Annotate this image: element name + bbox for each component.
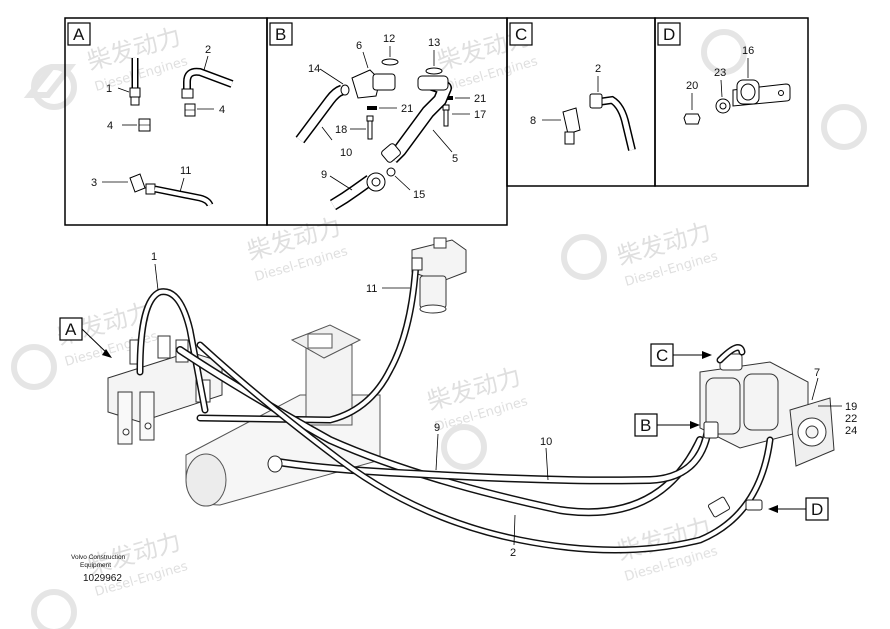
panel-d-letter: D	[663, 25, 675, 44]
watermark-logo-2	[701, 29, 747, 75]
panel-b-letter: B	[275, 25, 286, 44]
main-callout-11: 11	[366, 283, 377, 295]
panel-a-letter: A	[73, 25, 85, 44]
panel-b-callout-21a: 21	[401, 103, 413, 115]
panel-b-callout-18: 18	[335, 124, 347, 136]
main-callout-2: 2	[510, 547, 516, 559]
flag-c: C	[650, 343, 712, 367]
panel-c-callout-8: 8	[530, 115, 536, 127]
flag-a-letter: A	[65, 320, 77, 339]
main-callout-24: 24	[845, 425, 857, 437]
flag-c-letter: C	[656, 346, 668, 365]
panel-b-callout-15: 15	[413, 189, 425, 201]
detail-panel-b: B 6 12 13 14 21 21 18	[266, 17, 508, 226]
detail-panel-d: D 16 20 23	[654, 17, 809, 187]
main-callout-1: 1	[151, 251, 157, 263]
panel-c-letter-box	[509, 22, 533, 46]
watermark-logo-7	[821, 104, 867, 150]
flag-d: D	[768, 497, 829, 521]
panel-a-callout-1: 1	[106, 83, 112, 95]
filter-unit	[411, 237, 467, 314]
panel-a-callout-4b: 4	[107, 120, 113, 132]
flag-b-letter: B	[640, 416, 651, 435]
panel-c-callout-2: 2	[595, 63, 601, 75]
panel-d-letter-box	[657, 22, 681, 46]
panel-b-callout-21b: 21	[474, 93, 486, 105]
panel-a-callout-2: 2	[205, 44, 211, 56]
drawing-number: 1029962	[83, 573, 122, 584]
panel-b-callout-13: 13	[428, 37, 440, 49]
panel-c-letter: C	[515, 25, 527, 44]
main-callout-9: 9	[434, 422, 440, 434]
detail-panel-a: A 1 2 4 4 3 11	[64, 17, 268, 226]
hose-fittings	[267, 257, 763, 518]
panel-b-callout-9: 9	[321, 169, 327, 181]
main-assembly-view: A B C D 1 11	[59, 237, 857, 559]
watermark-logo-5	[441, 424, 487, 470]
panel-a-callout-3: 3	[91, 177, 97, 189]
flag-d-letter: D	[811, 500, 823, 519]
main-callout-10: 10	[540, 436, 552, 448]
footer-company-line2: Equipment	[80, 562, 111, 569]
watermark-logo-1	[23, 64, 77, 110]
panel-b-callout-14: 14	[308, 63, 320, 75]
panel-a-callout-4a: 4	[219, 104, 225, 116]
panel-a-letter-box	[67, 22, 91, 46]
main-callout-19: 19	[845, 401, 857, 413]
panel-b-callout-10: 10	[340, 147, 352, 159]
panel-b-callout-6: 6	[356, 40, 362, 52]
watermark-logo-3	[561, 234, 607, 280]
main-callouts: 1 11 9 10 2 7 19 22 24	[151, 251, 857, 559]
panel-d-frame	[654, 17, 809, 187]
watermark-logo-4	[11, 344, 57, 390]
panel-a-callout-11: 11	[180, 165, 191, 177]
flag-b: B	[634, 413, 700, 437]
footer: Volvo Construction Equipment 1029962	[71, 554, 126, 584]
panel-b-callout-12: 12	[383, 33, 395, 45]
watermark-logo-6	[31, 589, 77, 629]
panel-b-letter-box	[269, 22, 293, 46]
panel-d-callout-20: 20	[686, 80, 698, 92]
main-callout-7: 7	[814, 367, 820, 379]
main-callout-22: 22	[845, 413, 857, 425]
panel-d-callout-23: 23	[714, 67, 726, 79]
panel-b-callout-17: 17	[474, 109, 486, 121]
footer-company-line1: Volvo Construction	[71, 554, 126, 561]
flag-a: A	[59, 317, 112, 358]
panel-b-callout-5: 5	[452, 153, 458, 165]
pump-assembly	[699, 353, 835, 467]
detail-panel-c: C 2 8	[506, 17, 656, 187]
panel-d-callout-16: 16	[742, 45, 754, 57]
hoses	[136, 258, 774, 554]
